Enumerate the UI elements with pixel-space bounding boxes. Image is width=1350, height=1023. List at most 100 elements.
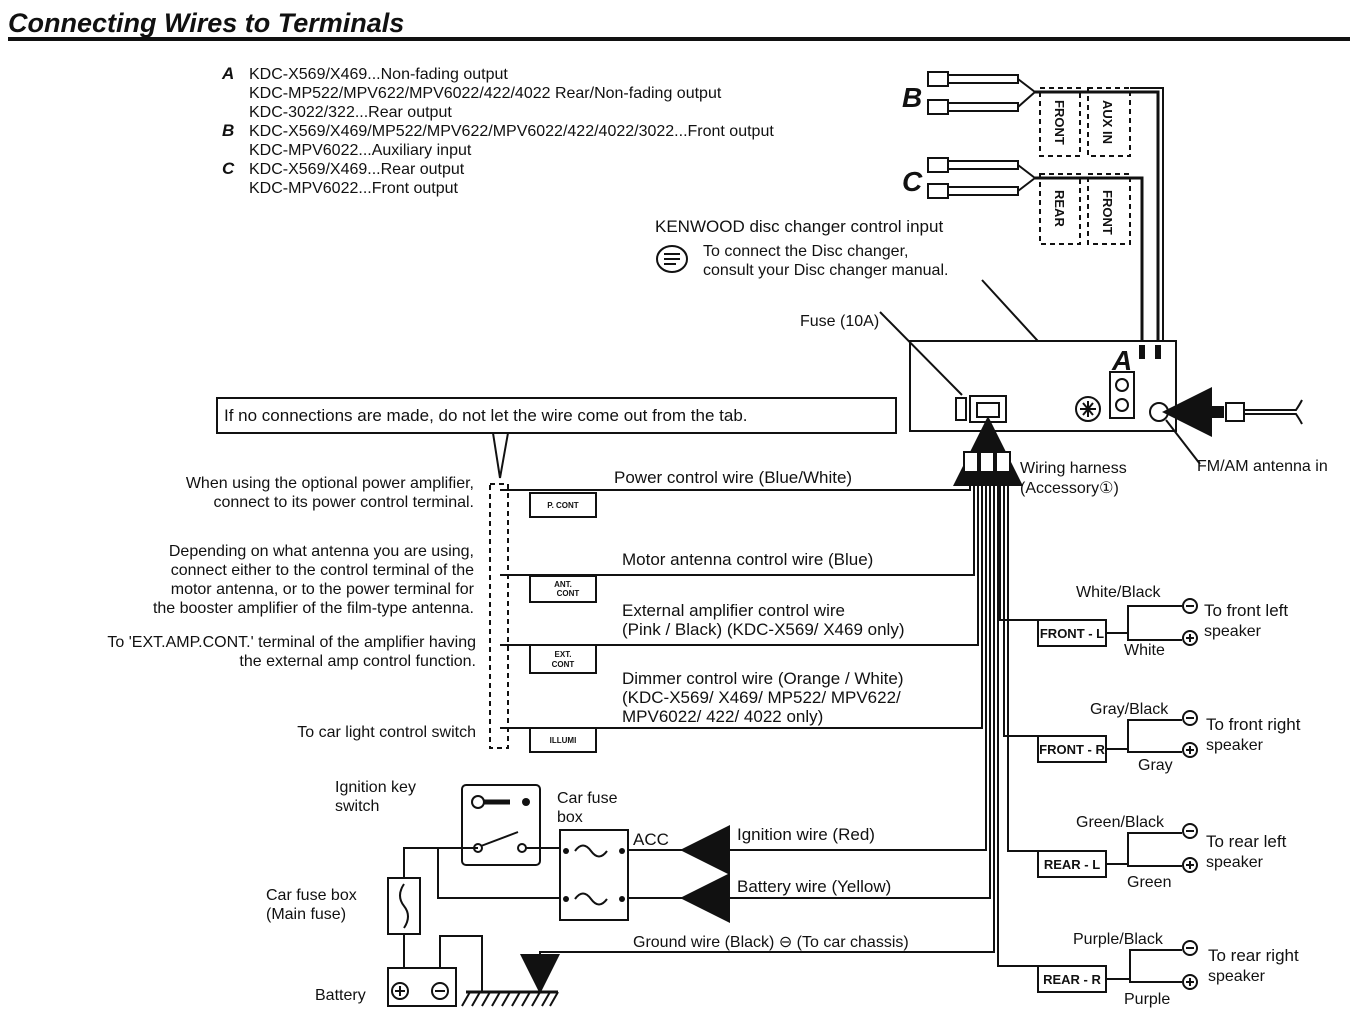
amp-note-2: connect to its power control terminal. (213, 494, 474, 511)
rca-tag-front (1039, 87, 1081, 157)
dimmer-wire-label-3: MPV6022/ 422/ 4022 only) (622, 707, 823, 726)
tab-illumi: ILLUMI (529, 727, 597, 753)
svg-text:Green: Green (1127, 874, 1171, 891)
model-list: A KDC-X569/X469...Non-fading output KDC-… (221, 64, 774, 197)
rca-letter-c: C (902, 166, 923, 197)
model-b-line-2: KDC-MPV6022...Auxiliary input (249, 142, 472, 159)
key-icon (471, 795, 485, 809)
battery-wire-label: Battery wire (Yellow) (737, 877, 891, 896)
wire-tab (489, 483, 509, 749)
model-b-line-1: KDC-X569/X469/MP522/MPV622/MPV6022/422/4… (249, 123, 774, 140)
speaker-tag (1037, 965, 1107, 993)
svg-text:CONT: CONT (552, 660, 575, 669)
svg-text:speaker: speaker (1208, 968, 1266, 985)
power-circuit: Ignition key switch Car fuse box ACC Car… (266, 779, 730, 1007)
light-note: To car light control switch (297, 724, 476, 741)
fuse-label: Fuse (10A) (800, 313, 879, 330)
svg-text:FRONT: FRONT (1052, 100, 1067, 145)
tab-note-box (216, 397, 897, 434)
svg-text:ACC: ACC (633, 830, 669, 849)
extamp-note-1: To 'EXT.AMP.CONT.' terminal of the ampli… (107, 634, 476, 651)
power-control-wire-label: Power control wire (Blue/White) (614, 468, 852, 487)
speaker-tag (1037, 850, 1107, 878)
amp-note-1: When using the optional power amplifier, (186, 475, 474, 492)
svg-text:White: White (1124, 642, 1165, 659)
svg-text:AUX IN: AUX IN (1100, 100, 1115, 144)
svg-text:REAR: REAR (1052, 190, 1067, 227)
svg-text:Green/Black: Green/Black (1076, 814, 1165, 831)
svg-text:REAR - R: REAR - R (1043, 972, 1101, 987)
main-fuse (387, 877, 421, 935)
svg-text:To front right: To front right (1206, 715, 1301, 734)
model-c-line-1: KDC-X569/X469...Rear output (249, 161, 465, 178)
svg-text:Purple: Purple (1124, 991, 1170, 1008)
svg-text:To rear right: To rear right (1208, 946, 1299, 965)
model-key-c: C (222, 159, 235, 178)
svg-text:P. CONT: P. CONT (547, 501, 579, 510)
ignition-wire-label: Ignition wire (Red) (737, 825, 875, 844)
tab-note: If no connections are made, do not let t… (224, 406, 748, 425)
svg-text:FRONT - L: FRONT - L (1040, 626, 1104, 641)
model-key-b: B (222, 121, 234, 140)
model-a-line-2: KDC-MP522/MPV622/MPV6022/422/4022 Rear/N… (249, 85, 722, 102)
svg-text:EXT.: EXT. (555, 650, 572, 659)
svg-text:White/Black: White/Black (1076, 584, 1161, 601)
rca-letter-a: A (1111, 345, 1132, 376)
disc-changer-title: KENWOOD disc changer control input (655, 217, 943, 236)
ext-amp-wire-label-2: (Pink / Black) (KDC-X569/ X469 only) (622, 620, 905, 639)
rca-output-b: B FRONT AUX IN (902, 71, 1131, 157)
tab-ant-cont: ANT. CONT (529, 575, 597, 603)
car-fuse-box (559, 829, 629, 921)
svg-text:FRONT: FRONT (1100, 190, 1115, 235)
model-key-a: A (221, 64, 234, 83)
svg-text:box: box (557, 809, 583, 826)
svg-text:ILLUMI: ILLUMI (550, 736, 577, 745)
disc-changer-note-2: consult your Disc changer manual. (703, 262, 948, 279)
svg-text:REAR - L: REAR - L (1044, 857, 1100, 872)
harness-label-1: Wiring harness (1020, 460, 1127, 477)
page-title: Connecting Wires to Terminals (8, 8, 404, 38)
svg-text:speaker: speaker (1206, 854, 1264, 871)
antenna-label: FM/AM antenna in (1197, 458, 1328, 475)
model-a-line-1: KDC-X569/X469...Non-fading output (249, 66, 508, 83)
dimmer-wire-label-2: (KDC-X569/ X469/ MP522/ MPV622/ (622, 688, 901, 707)
svg-text:speaker: speaker (1204, 623, 1262, 640)
model-a-line-3: KDC-3022/322...Rear output (249, 104, 452, 121)
antenna-plug (1162, 387, 1303, 437)
rca-tag-front (1087, 173, 1131, 245)
svg-text:Gray: Gray (1138, 757, 1173, 774)
svg-text:Purple/Black: Purple/Black (1073, 931, 1164, 948)
svg-text:FRONT - R: FRONT - R (1039, 742, 1105, 757)
antenna-note-1: Depending on what antenna you are using, (169, 543, 474, 560)
svg-text:Gray/Black: Gray/Black (1090, 701, 1169, 718)
svg-text:CONT: CONT (557, 589, 580, 598)
wiring-harness-connector (953, 416, 1023, 486)
tab-pcont: P. CONT (529, 492, 597, 518)
antenna-note-2: connect either to the control terminal o… (171, 562, 474, 579)
svg-text:Battery: Battery (315, 987, 366, 1004)
extamp-note-2: the external amp control function. (239, 653, 476, 670)
svg-text:To front left: To front left (1204, 601, 1288, 620)
svg-text:switch: switch (335, 798, 379, 815)
antenna-note-4: the booster amplifier of the film-type a… (153, 600, 474, 617)
svg-text:(Main fuse): (Main fuse) (266, 906, 346, 923)
dimmer-wire-label-1: Dimmer control wire (Orange / White) (622, 669, 904, 688)
note-icon (656, 245, 688, 273)
harness-label-2: (Accessory①) (1020, 480, 1119, 497)
model-c-line-2: KDC-MPV6022...Front output (249, 180, 459, 197)
svg-text:speaker: speaker (1206, 737, 1264, 754)
svg-text:Ignition key: Ignition key (335, 779, 416, 796)
ext-amp-wire-label-1: External amplifier control wire (622, 601, 845, 620)
svg-text:Car fuse: Car fuse (557, 790, 618, 807)
rca-tag-aux (1087, 87, 1131, 157)
svg-text:To rear left: To rear left (1206, 832, 1287, 851)
rca-output-c: C REAR FRONT (902, 157, 1131, 245)
rca-tag-rear (1039, 173, 1081, 245)
svg-text:ANT.: ANT. (554, 580, 572, 589)
tab-ext-cont: EXT. CONT (529, 644, 597, 674)
antenna-note-3: motor antenna, or to the power terminal … (171, 581, 475, 598)
ground-wire-label: Ground wire (Black) ⊖ (To car chassis) (633, 934, 909, 951)
motor-antenna-wire-label: Motor antenna control wire (Blue) (622, 550, 873, 569)
rca-letter-b: B (902, 82, 922, 113)
